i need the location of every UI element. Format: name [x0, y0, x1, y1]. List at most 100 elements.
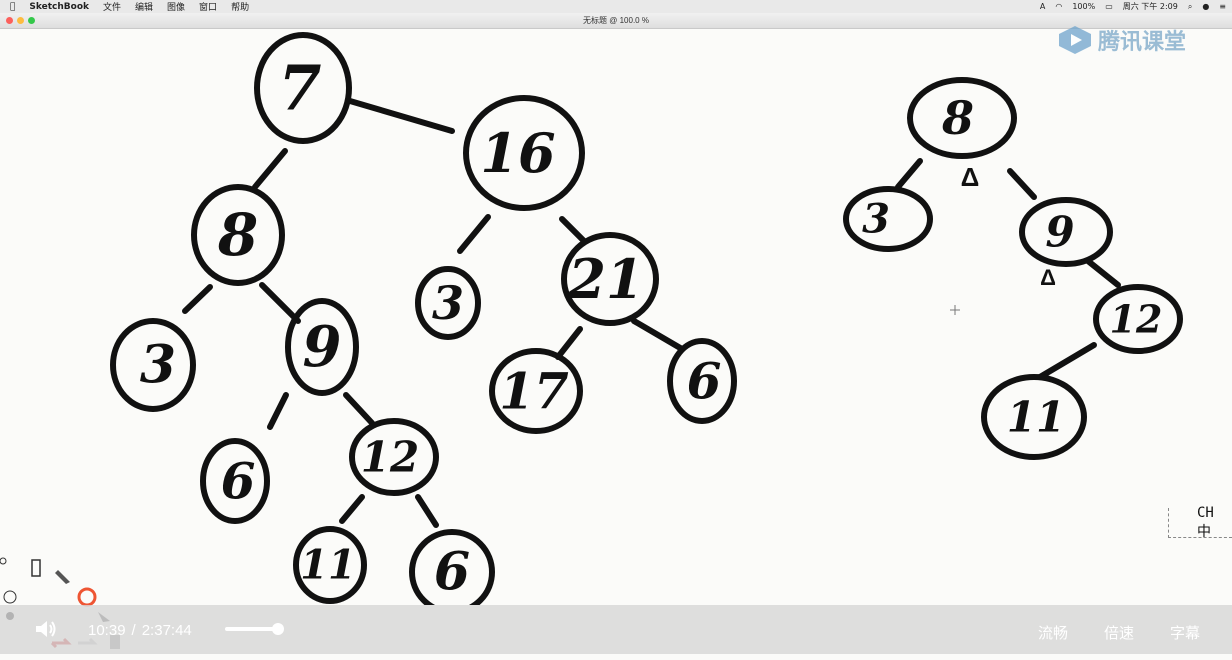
tree-edge — [1085, 258, 1121, 288]
wifi-icon[interactable]: ◠ — [1055, 2, 1063, 11]
node-label: 8 — [217, 201, 258, 269]
node-label: 3 — [862, 196, 890, 243]
tree-node: 12 — [349, 418, 439, 496]
tree-node: 6 — [667, 338, 737, 424]
tree-node: 6 — [409, 529, 495, 605]
minimize-window-button[interactable] — [17, 17, 24, 24]
tree-node: 9 — [285, 298, 359, 396]
tree-edge — [415, 494, 439, 528]
node-label: 6 — [221, 452, 256, 511]
app-name-menu[interactable]: SketchBook — [24, 1, 89, 12]
tencent-classroom-logo-icon — [1059, 26, 1091, 54]
menu-image[interactable]: 图像 — [161, 3, 185, 13]
tree-node: 8 — [191, 184, 285, 286]
tree-edge — [182, 284, 213, 314]
menu-file[interactable]: 文件 — [97, 3, 121, 13]
time-separator: / — [131, 622, 136, 639]
duration: 2:37:44 — [141, 622, 192, 639]
balance-mark: Δ — [961, 162, 980, 192]
tree-node: 6 — [200, 438, 270, 524]
tree-edge — [259, 282, 301, 324]
input-method-indicator[interactable]: CH 中 — [1168, 504, 1232, 540]
node-label: 6 — [687, 352, 722, 411]
tree-node: 11 — [981, 374, 1087, 460]
battery-icon[interactable]: ▭ — [1105, 2, 1113, 11]
input-source-icon[interactable]: A — [1039, 2, 1046, 11]
menu-bar:  SketchBook 文件 编辑 图像 窗口 帮助 A ◠ 100% ▭ 周… — [0, 0, 1232, 13]
menu-edit[interactable]: 编辑 — [129, 3, 153, 13]
handwritten-trees: 7 16 8 3 9 6 12 11 — [110, 32, 1183, 605]
brush-puck-icon[interactable] — [3, 590, 17, 604]
watermark-logo: 腾讯课堂 — [1058, 24, 1186, 56]
node-label: 6 — [434, 542, 470, 603]
tree-node: 3 — [415, 266, 481, 340]
tree-edge — [559, 216, 587, 244]
volume-icon[interactable] — [34, 619, 58, 639]
tree-edge — [339, 494, 365, 524]
node-label: 12 — [1110, 297, 1163, 342]
crosshair-cursor-icon — [950, 305, 960, 315]
node-label: 3 — [432, 276, 464, 330]
tree-node: 16 — [463, 95, 585, 211]
tree-node: 12 — [1093, 284, 1183, 354]
node-label: 17 — [499, 362, 569, 421]
node-label: 16 — [480, 121, 555, 185]
tree-edge — [267, 392, 289, 430]
tree-edge — [895, 158, 923, 190]
left-tree-edges — [182, 98, 685, 528]
tree-edge — [1037, 342, 1097, 380]
spotlight-search-icon[interactable]: ⌕ — [1187, 1, 1193, 11]
zoom-window-button[interactable] — [28, 17, 35, 24]
close-window-button[interactable] — [6, 17, 13, 24]
window-title-bar: 无标题 @ 100.0 % — [0, 13, 1232, 29]
menu-help[interactable]: 帮助 — [225, 3, 249, 13]
tree-node: 8 — [907, 77, 1017, 159]
tree-node: 9 — [1019, 197, 1113, 267]
node-label: 8 — [941, 91, 974, 145]
tree-edge — [347, 98, 455, 134]
tree-node: 21 — [561, 232, 659, 326]
node-label: 9 — [1045, 208, 1074, 257]
tree-node: 3 — [843, 186, 933, 252]
tree-edge — [457, 214, 491, 254]
menubar-clock[interactable]: 周六 下午 2:09 — [1122, 2, 1178, 11]
balance-mark: Δ — [1040, 265, 1056, 290]
tree-node: 11 — [293, 526, 367, 604]
volume-slider-track[interactable] — [225, 627, 279, 631]
drawing-canvas[interactable]: 7 16 8 3 9 6 12 11 — [0, 29, 1232, 605]
tree-node: 17 — [489, 348, 583, 434]
tree-node: 3 — [110, 318, 196, 412]
brush-size-icon[interactable] — [0, 557, 7, 565]
quality-button[interactable]: 流畅 — [1038, 625, 1069, 642]
playback-speed-button[interactable]: 倍速 — [1104, 625, 1135, 642]
subtitles-button[interactable]: 字幕 — [1170, 625, 1201, 642]
current-time: 10:39 — [88, 622, 126, 639]
node-label: 7 — [278, 52, 321, 125]
color-wheel-icon[interactable] — [77, 587, 97, 607]
watermark-text: 腾讯课堂 — [1098, 29, 1187, 54]
node-label: 11 — [1007, 393, 1065, 442]
ime-label: CH 中 — [1197, 504, 1214, 540]
tree-edge — [252, 148, 288, 190]
right-tree-edges — [895, 158, 1121, 380]
tree-edge — [631, 318, 685, 352]
volume-slider-knob[interactable] — [272, 623, 284, 635]
playback-time: 10:39 / 2:37:44 — [88, 622, 192, 639]
node-label: 3 — [140, 335, 176, 396]
user-icon[interactable]: ● — [1202, 2, 1210, 11]
node-label: 9 — [303, 314, 342, 380]
battery-status[interactable]: 100% — [1072, 2, 1096, 11]
node-label: 21 — [567, 247, 643, 311]
node-label: 12 — [361, 433, 419, 482]
tree-edge — [555, 326, 583, 360]
window-title: 无标题 @ 100.0 % — [583, 16, 649, 25]
menu-window[interactable]: 窗口 — [193, 3, 217, 13]
notification-center-icon[interactable]: ≡ — [1219, 2, 1226, 11]
tree-edge — [1007, 168, 1037, 200]
brush-tool-icon[interactable] — [55, 570, 70, 584]
apple-icon[interactable]:  — [10, 2, 15, 12]
tree-node: 7 — [254, 32, 352, 144]
node-label: 11 — [300, 542, 356, 589]
video-player-controls: 10:39 / 2:37:44 流畅 倍速 字幕 — [0, 605, 1232, 654]
pencil-tool-icon[interactable] — [31, 559, 41, 577]
